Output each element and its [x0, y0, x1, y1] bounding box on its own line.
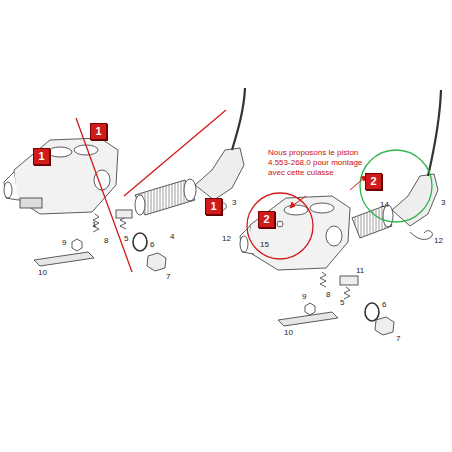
note-text: Nous proposons le piston 4.553-268.0 pou… [268, 148, 380, 178]
callout-number: 3 [441, 198, 445, 207]
badge-number: 1 [95, 125, 101, 137]
callout-number: 15 [260, 240, 269, 249]
callout-number: 7 [166, 272, 170, 281]
callout-number: 5 [340, 298, 344, 307]
badge-number: 1 [210, 200, 216, 212]
callout-number: 1 [92, 220, 96, 229]
badge-number: 2 [370, 175, 376, 187]
callout-number: 8 [104, 236, 108, 245]
callout-number: 11 [356, 266, 364, 275]
callout-number: 8 [326, 290, 330, 299]
callout-number: 10 [284, 328, 293, 337]
callout-number: 9 [62, 238, 66, 247]
callout-number: 12 [222, 234, 231, 243]
callout-number: 6 [382, 300, 386, 309]
badge-number: 1 [38, 150, 44, 162]
callout-number: 12 [434, 236, 443, 245]
callout-number: 10 [38, 268, 47, 277]
callout-number: 5 [124, 234, 128, 243]
callout-number: 6 [150, 240, 154, 249]
marker-badge: 2 [258, 211, 275, 228]
marker-badge: 1 [205, 198, 222, 215]
callout-number: 9 [302, 292, 306, 301]
marker-badge: 1 [33, 148, 50, 165]
marker-badge: 2 [365, 173, 382, 190]
callout-number: 14 [380, 200, 389, 209]
callout-number: 3 [232, 198, 236, 207]
callout-number: 4 [170, 232, 174, 241]
callout-number: 7 [396, 334, 400, 343]
badge-number: 2 [263, 213, 269, 225]
marker-badge: 1 [90, 123, 107, 140]
